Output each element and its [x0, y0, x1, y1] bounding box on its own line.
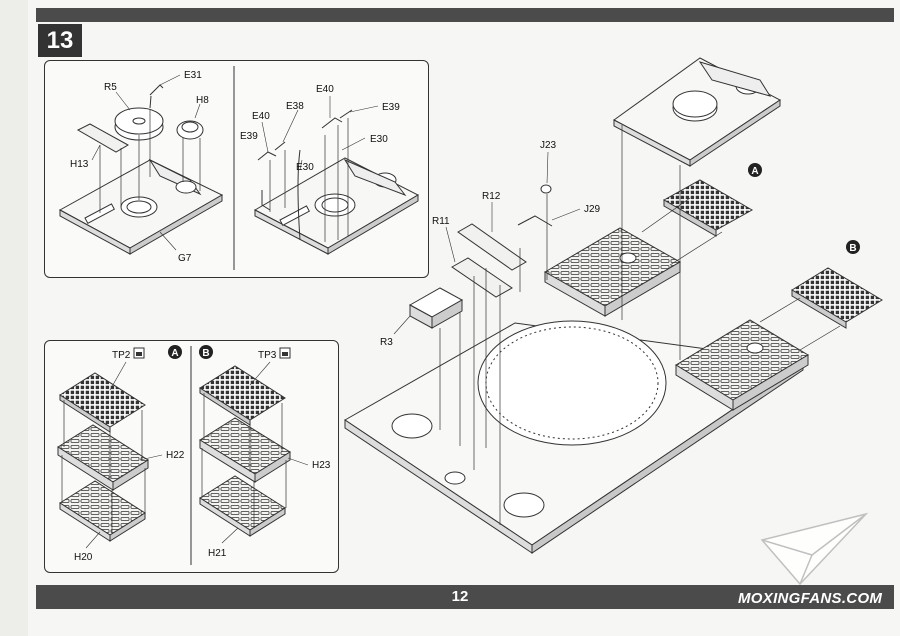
label-e39-b: E39 — [240, 131, 258, 142]
marker-b-circle-main — [846, 240, 860, 254]
step-number: 13 — [38, 24, 82, 57]
label-h8: H8 — [196, 95, 209, 106]
inset-top-left-drawing — [58, 84, 224, 255]
label-h23: H23 — [312, 460, 331, 471]
photo-etch-icon-mark — [282, 352, 288, 356]
inset-bottom-right-drawing — [199, 365, 291, 537]
photo-etch-icons — [133, 347, 291, 359]
inset-top-right-drawing — [253, 109, 420, 255]
inset-top-left-arrows — [99, 110, 201, 213]
label-e40-a: E40 — [252, 111, 270, 122]
marker-a-circle-main — [748, 163, 762, 177]
marker-a-text: A — [171, 348, 178, 359]
small-parts-main — [408, 184, 553, 329]
label-e30-b: E30 — [296, 162, 314, 173]
inset-bottom-left-arrows — [61, 400, 146, 533]
label-e39-a: E39 — [382, 102, 400, 113]
marker-a-text-main: A — [751, 166, 758, 177]
label-r11: R11 — [432, 216, 450, 227]
label-r5: R5 — [104, 82, 117, 93]
paper-plane-logo — [760, 512, 869, 586]
label-tp2: TP2 — [112, 350, 131, 361]
label-h21: H21 — [208, 548, 227, 559]
marker-b-text-main: B — [849, 243, 856, 254]
photo-etch-icon-mark — [136, 352, 142, 356]
label-e38: E38 — [286, 101, 304, 112]
watermark-text: MOXINGFANS.COM — [738, 590, 883, 607]
header-bar — [36, 8, 894, 22]
grille-assembly-a — [543, 179, 754, 317]
engine-deck-top — [613, 57, 781, 167]
label-tp3: TP3 — [258, 350, 277, 361]
marker-a-circle — [168, 345, 182, 359]
label-h20: H20 — [74, 552, 93, 563]
inset-bottom-left-drawing — [57, 372, 149, 542]
label-h13: H13 — [70, 159, 89, 170]
label-j29: J29 — [584, 204, 601, 215]
label-e40-b: E40 — [316, 84, 334, 95]
footer-bar — [36, 585, 894, 609]
part-labels: R5 E31 H8 H13 G7 E40 E38 E40 E39 E39 E30… — [70, 70, 601, 563]
leader-lines — [85, 74, 581, 549]
label-h22: H22 — [166, 450, 185, 461]
label-g7: G7 — [178, 253, 192, 264]
grille-assembly-b — [675, 267, 883, 411]
inset-top-right-arrows — [269, 118, 349, 242]
marker-b-text: B — [202, 348, 209, 359]
label-r3: R3 — [380, 337, 393, 348]
main-arrows — [439, 125, 841, 525]
marker-b-circle — [199, 345, 213, 359]
label-r12: R12 — [482, 191, 501, 202]
page-number: 12 — [451, 588, 469, 605]
binding-edge — [0, 0, 28, 636]
inset-bottom-right-arrows — [201, 393, 287, 528]
label-e31: E31 — [184, 70, 202, 81]
label-j23: J23 — [540, 140, 557, 151]
label-e30-a: E30 — [370, 134, 388, 145]
variant-markers: A B A B — [168, 163, 860, 359]
